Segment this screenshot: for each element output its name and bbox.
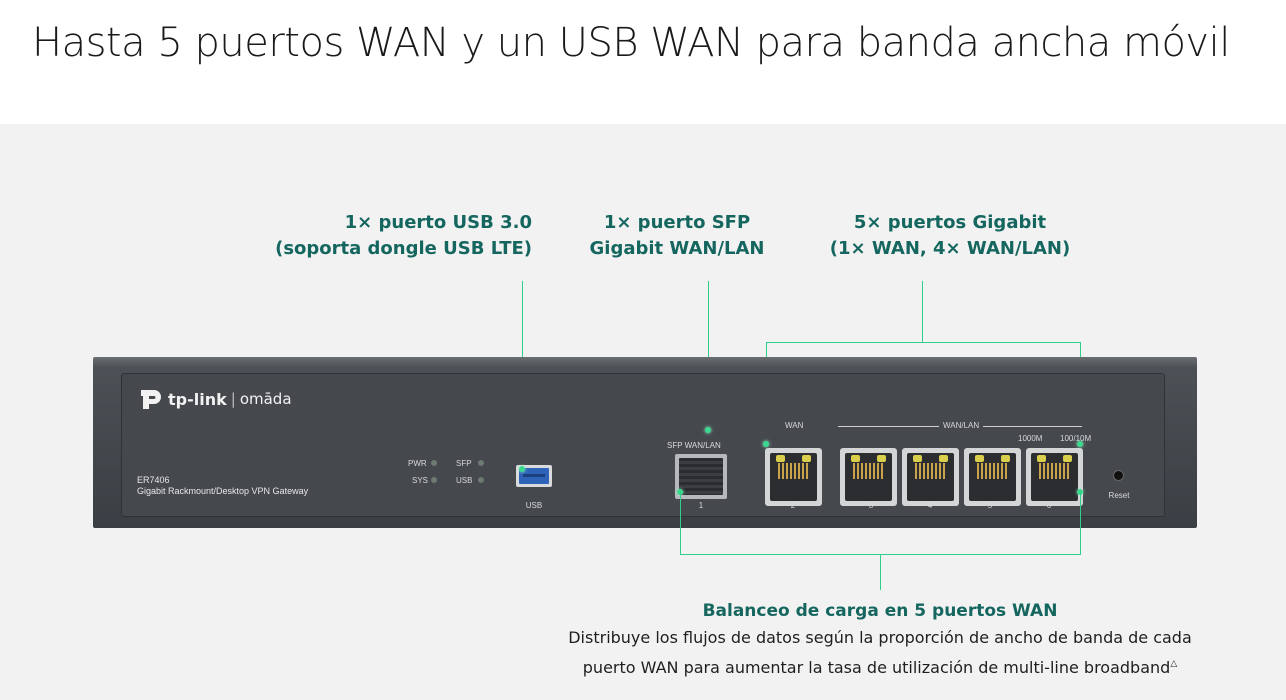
- led-label-pwr: PWR: [408, 459, 427, 468]
- load-balance-title: Balanceo de carga en 5 puertos WAN: [702, 601, 1058, 621]
- reset-label: Reset: [1108, 491, 1130, 500]
- brand-logo: tp-link | omāda: [138, 388, 292, 410]
- usb-led-icon: [478, 477, 484, 483]
- pwr-led-icon: [431, 460, 437, 466]
- router-front-panel: tp-link | omāda ER7406 Gigabit Rackmount…: [121, 373, 1165, 517]
- model-info: ER7406 Gigabit Rackmount/Desktop VPN Gat…: [137, 475, 308, 497]
- sub-brand-name: omāda: [239, 390, 292, 408]
- port-number-6: 6: [1046, 501, 1052, 510]
- reset-button: [1113, 470, 1124, 481]
- router-device: tp-link | omāda ER7406 Gigabit Rackmount…: [93, 357, 1197, 528]
- port-number-3: 3: [868, 501, 874, 510]
- load-balance-desc-text: puerto WAN para aumentar la tasa de util…: [582, 658, 1171, 677]
- led-label-sys: SYS: [412, 476, 429, 485]
- gigabit-top-left-dot-icon: [763, 441, 769, 447]
- rj45-port-wan: [765, 448, 822, 506]
- gigabit-callout-line1: 5× puertos Gigabit: [853, 212, 1047, 233]
- brand-divider: |: [230, 390, 236, 408]
- brand-name: tp-link: [168, 389, 227, 409]
- sfp-port: [675, 454, 727, 499]
- gigabit-top-right-dot-icon: [1077, 441, 1083, 447]
- usb-port-label: USB: [525, 501, 543, 510]
- sfp-led-icon: [478, 460, 484, 466]
- sfp-callout: 1× puerto SFP Gigabit WAN/LAN: [582, 210, 772, 262]
- tp-link-logo-icon: [141, 390, 161, 409]
- load-balance-bracket-left: [680, 492, 681, 555]
- led-label-sfp: SFP: [456, 459, 472, 468]
- footnote-mark: △: [1170, 659, 1178, 669]
- usb-dot-icon: [519, 466, 525, 472]
- speed-1000-label: 1000M: [1018, 434, 1043, 443]
- headline-band: Hasta 5 puertos WAN y un USB WAN para ba…: [0, 0, 1286, 124]
- wan-label: WAN: [785, 421, 804, 430]
- port-number-4: 4: [927, 501, 933, 510]
- sfp-callout-line2: Gigabit WAN/LAN: [589, 238, 765, 259]
- speed-100-label: 100/10M: [1060, 434, 1092, 443]
- model-description: Gigabit Rackmount/Desktop VPN Gateway: [137, 486, 309, 496]
- usb-callout-line2: (soporta dongle USB LTE): [275, 238, 532, 259]
- usb-port: [516, 465, 552, 487]
- sfp-dot-icon: [705, 427, 711, 433]
- gigabit-leader-line: [922, 281, 923, 343]
- load-balance-callout: Balanceo de carga en 5 puertos WAN Distr…: [460, 598, 1286, 681]
- load-balance-desc-line2: puerto WAN para aumentar la tasa de util…: [460, 651, 1286, 681]
- sfp-callout-line1: 1× puerto SFP: [603, 212, 751, 233]
- led-label-usb: USB: [456, 476, 473, 485]
- usb-callout-line1: 1× puerto USB 3.0: [344, 212, 532, 233]
- port-number-1: 1: [698, 501, 704, 510]
- sys-led-icon: [431, 477, 437, 483]
- rj45-port-3: [840, 448, 897, 506]
- rj45-port-4: [902, 448, 959, 506]
- gigabit-callout: 5× puertos Gigabit (1× WAN, 4× WAN/LAN): [820, 210, 1080, 262]
- gigabit-bracket-top: [766, 342, 1081, 343]
- port-number-2: 2: [790, 501, 796, 510]
- rj45-port-5: [964, 448, 1021, 506]
- port-number-5: 5: [987, 501, 993, 510]
- model-number: ER7406: [137, 475, 170, 485]
- page-title: Hasta 5 puertos WAN y un USB WAN para ba…: [32, 20, 1230, 66]
- load-balance-bracket-right: [1080, 492, 1081, 555]
- load-balance-leader-line: [880, 554, 881, 590]
- sfp-port-label: SFP WAN/LAN: [667, 441, 721, 450]
- load-balance-desc-line1: Distribuye los flujos de datos según la …: [568, 628, 1192, 647]
- usb-callout: 1× puerto USB 3.0 (soporta dongle USB LT…: [275, 210, 532, 262]
- sfp-leader-line: [708, 281, 709, 430]
- gigabit-callout-line2: (1× WAN, 4× WAN/LAN): [829, 238, 1071, 259]
- rj45-port-6: [1026, 448, 1083, 506]
- wanlan-label: WAN/LAN: [939, 421, 984, 430]
